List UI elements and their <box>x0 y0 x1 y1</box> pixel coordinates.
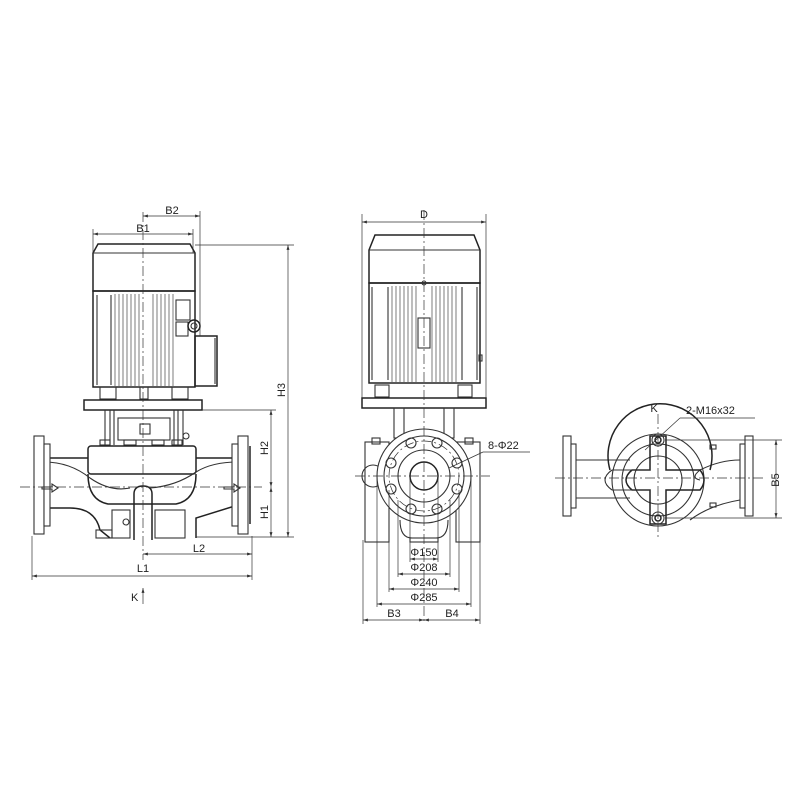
label-h3: H3 <box>276 383 288 397</box>
label-b2: B2 <box>165 205 178 217</box>
pump-casing <box>33 435 251 540</box>
label-k: K <box>650 403 658 415</box>
front-view: B2 B1 H3 H2 H1 L2 L1 <box>20 205 294 604</box>
front-dimensions: B2 B1 H3 H2 H1 L2 L1 <box>31 205 294 604</box>
view-k: K 2-M16x32 B5 <box>555 403 782 540</box>
label-l2: L2 <box>193 543 205 555</box>
label-h1: H1 <box>259 505 271 519</box>
side-motor <box>361 234 487 439</box>
label-phi285: Φ285 <box>410 592 437 604</box>
label-b5: B5 <box>770 473 782 486</box>
label-phi208: Φ208 <box>410 562 437 574</box>
label-b3: B3 <box>387 608 400 620</box>
bolt-holes <box>385 437 463 515</box>
label-phi240: Φ240 <box>410 577 437 589</box>
side-dimensions: D 8-Φ22 Φ150 Φ208 Φ240 Φ285 B3 <box>361 209 530 624</box>
label-b4: B4 <box>445 608 458 620</box>
label-k-arrow: K <box>131 592 139 604</box>
label-bolt-holes: 8-Φ22 <box>488 440 519 452</box>
label-phi150: Φ150 <box>410 547 437 559</box>
viewk-dimensions: K 2-M16x32 B5 <box>644 403 782 519</box>
label-b1: B1 <box>136 223 149 235</box>
label-d: D <box>420 209 428 221</box>
label-mount-bolts: 2-M16x32 <box>686 405 735 417</box>
label-l1: L1 <box>137 563 149 575</box>
side-view: D 8-Φ22 Φ150 Φ208 Φ240 Φ285 B3 <box>355 209 530 624</box>
label-h2: H2 <box>259 441 271 455</box>
motor <box>92 243 218 388</box>
